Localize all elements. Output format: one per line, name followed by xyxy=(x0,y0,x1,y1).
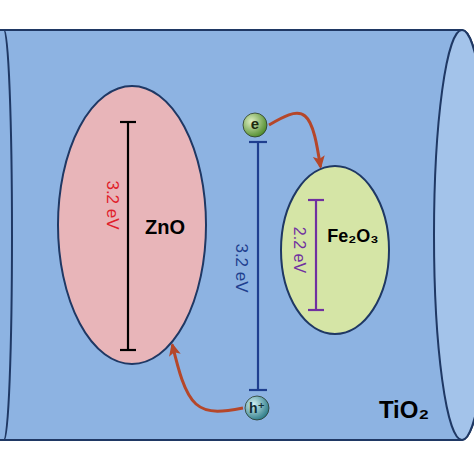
band-gap-bar xyxy=(120,122,136,350)
electron-symbol: e xyxy=(251,116,259,133)
particle-outline xyxy=(281,166,389,334)
electron-circle: e xyxy=(242,112,268,138)
band-gap-value: 2.2 eV xyxy=(290,227,308,273)
band-gap-bar xyxy=(249,142,267,390)
band-gap-bar xyxy=(308,200,324,310)
tube-left-edge xyxy=(4,30,12,440)
fe2o3-ellipse: 2.2 eV Fe₂O₃ xyxy=(280,165,390,335)
hole-circle: h⁺ xyxy=(244,395,270,421)
charge-carrier xyxy=(243,113,267,137)
material-label: TiO₂ xyxy=(379,397,429,423)
zno-ellipse: 3.2 eV ZnO xyxy=(57,85,207,365)
hole-symbol: h⁺ xyxy=(249,401,265,416)
band-gap-value: 3.2 eV xyxy=(232,243,251,292)
material-label: Fe₂O₃ xyxy=(327,227,378,247)
charge-carrier xyxy=(245,396,269,420)
tube-end-cap xyxy=(434,30,474,440)
band-gap-value: 3.2 eV xyxy=(103,180,122,229)
material-label: ZnO xyxy=(145,216,185,238)
tube-body xyxy=(0,30,474,440)
particle-outline xyxy=(58,86,206,364)
